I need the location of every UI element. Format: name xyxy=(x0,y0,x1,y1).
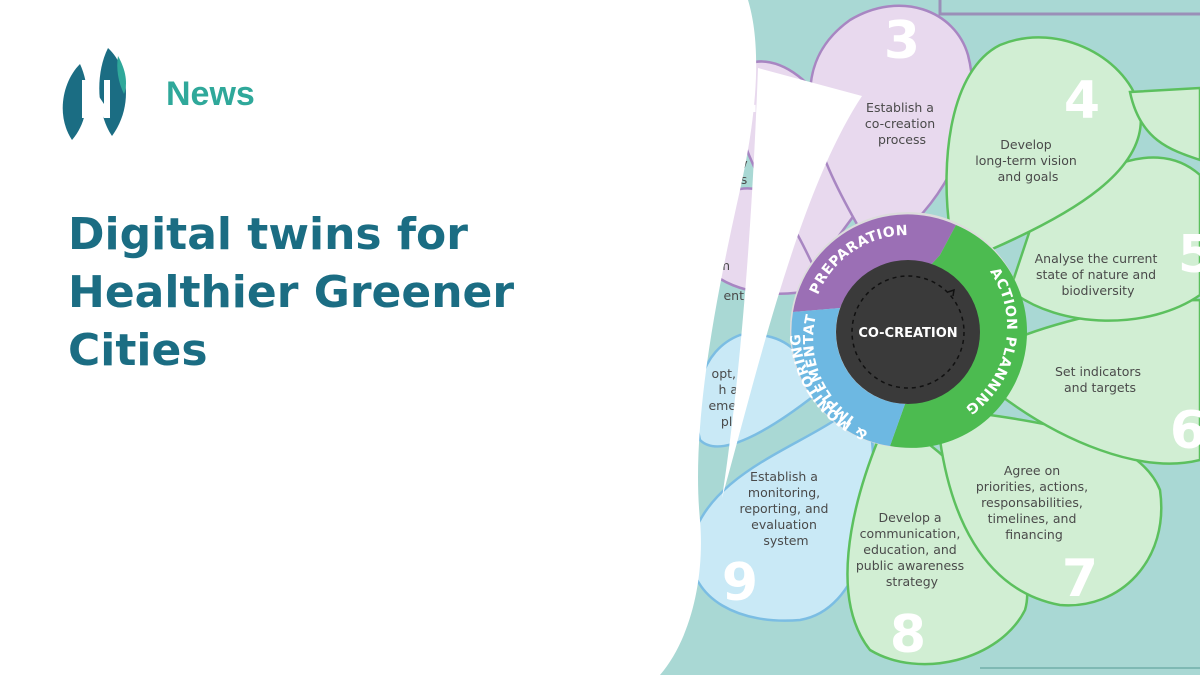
center-dashed-ring xyxy=(851,275,965,389)
petal-text-4: Develop long-term vision and goals xyxy=(975,137,1081,184)
frame-line-top xyxy=(938,0,1200,16)
petal-number-8: 8 xyxy=(890,605,926,665)
petal-text-6: Set indicators and targets xyxy=(1055,364,1145,395)
arrow-icon xyxy=(947,288,955,297)
petal-text-partial-lower: opt, h a eme pla xyxy=(708,366,742,429)
headline-line-1: Digital twins for xyxy=(68,209,468,260)
petal-text-8: Develop a communication, education, and … xyxy=(856,510,968,589)
petal-text-3: Establish a co-creation process xyxy=(865,100,939,147)
center-label: CO-CREATION xyxy=(858,326,957,341)
petal-text-7: Agree on priorities, actions, responsabi… xyxy=(976,463,1092,542)
white-wedge xyxy=(722,68,862,498)
white-panel xyxy=(0,0,756,675)
petal-number-4: 4 xyxy=(1064,71,1100,131)
petal-text-5: Analyse the current state of nature and … xyxy=(1035,251,1162,298)
petal-number-5: 5 xyxy=(1178,225,1200,285)
petal-number-9: 9 xyxy=(722,553,758,613)
petal-number-6: 6 xyxy=(1170,401,1200,461)
headline-line-3: Cities xyxy=(68,325,208,376)
petal-6 xyxy=(998,298,1200,465)
petal-number-3: 3 xyxy=(884,11,920,71)
brand: News xyxy=(58,46,255,142)
leaf-n-logo-icon xyxy=(62,48,126,140)
ring-preparation xyxy=(793,214,956,312)
ring-action-planning xyxy=(890,225,1028,448)
petal-4 xyxy=(945,36,1143,252)
headline-line-2: Healthier Greener xyxy=(68,267,515,318)
ring-implementation xyxy=(791,308,905,446)
petal-number-7: 7 xyxy=(1062,549,1098,609)
center-circle xyxy=(836,260,980,404)
headline: Digital twins for Healthier Greener Citi… xyxy=(68,206,588,380)
news-label: News xyxy=(166,74,255,113)
petal-text-9: Establish a monitoring, reporting, and e… xyxy=(740,469,833,548)
